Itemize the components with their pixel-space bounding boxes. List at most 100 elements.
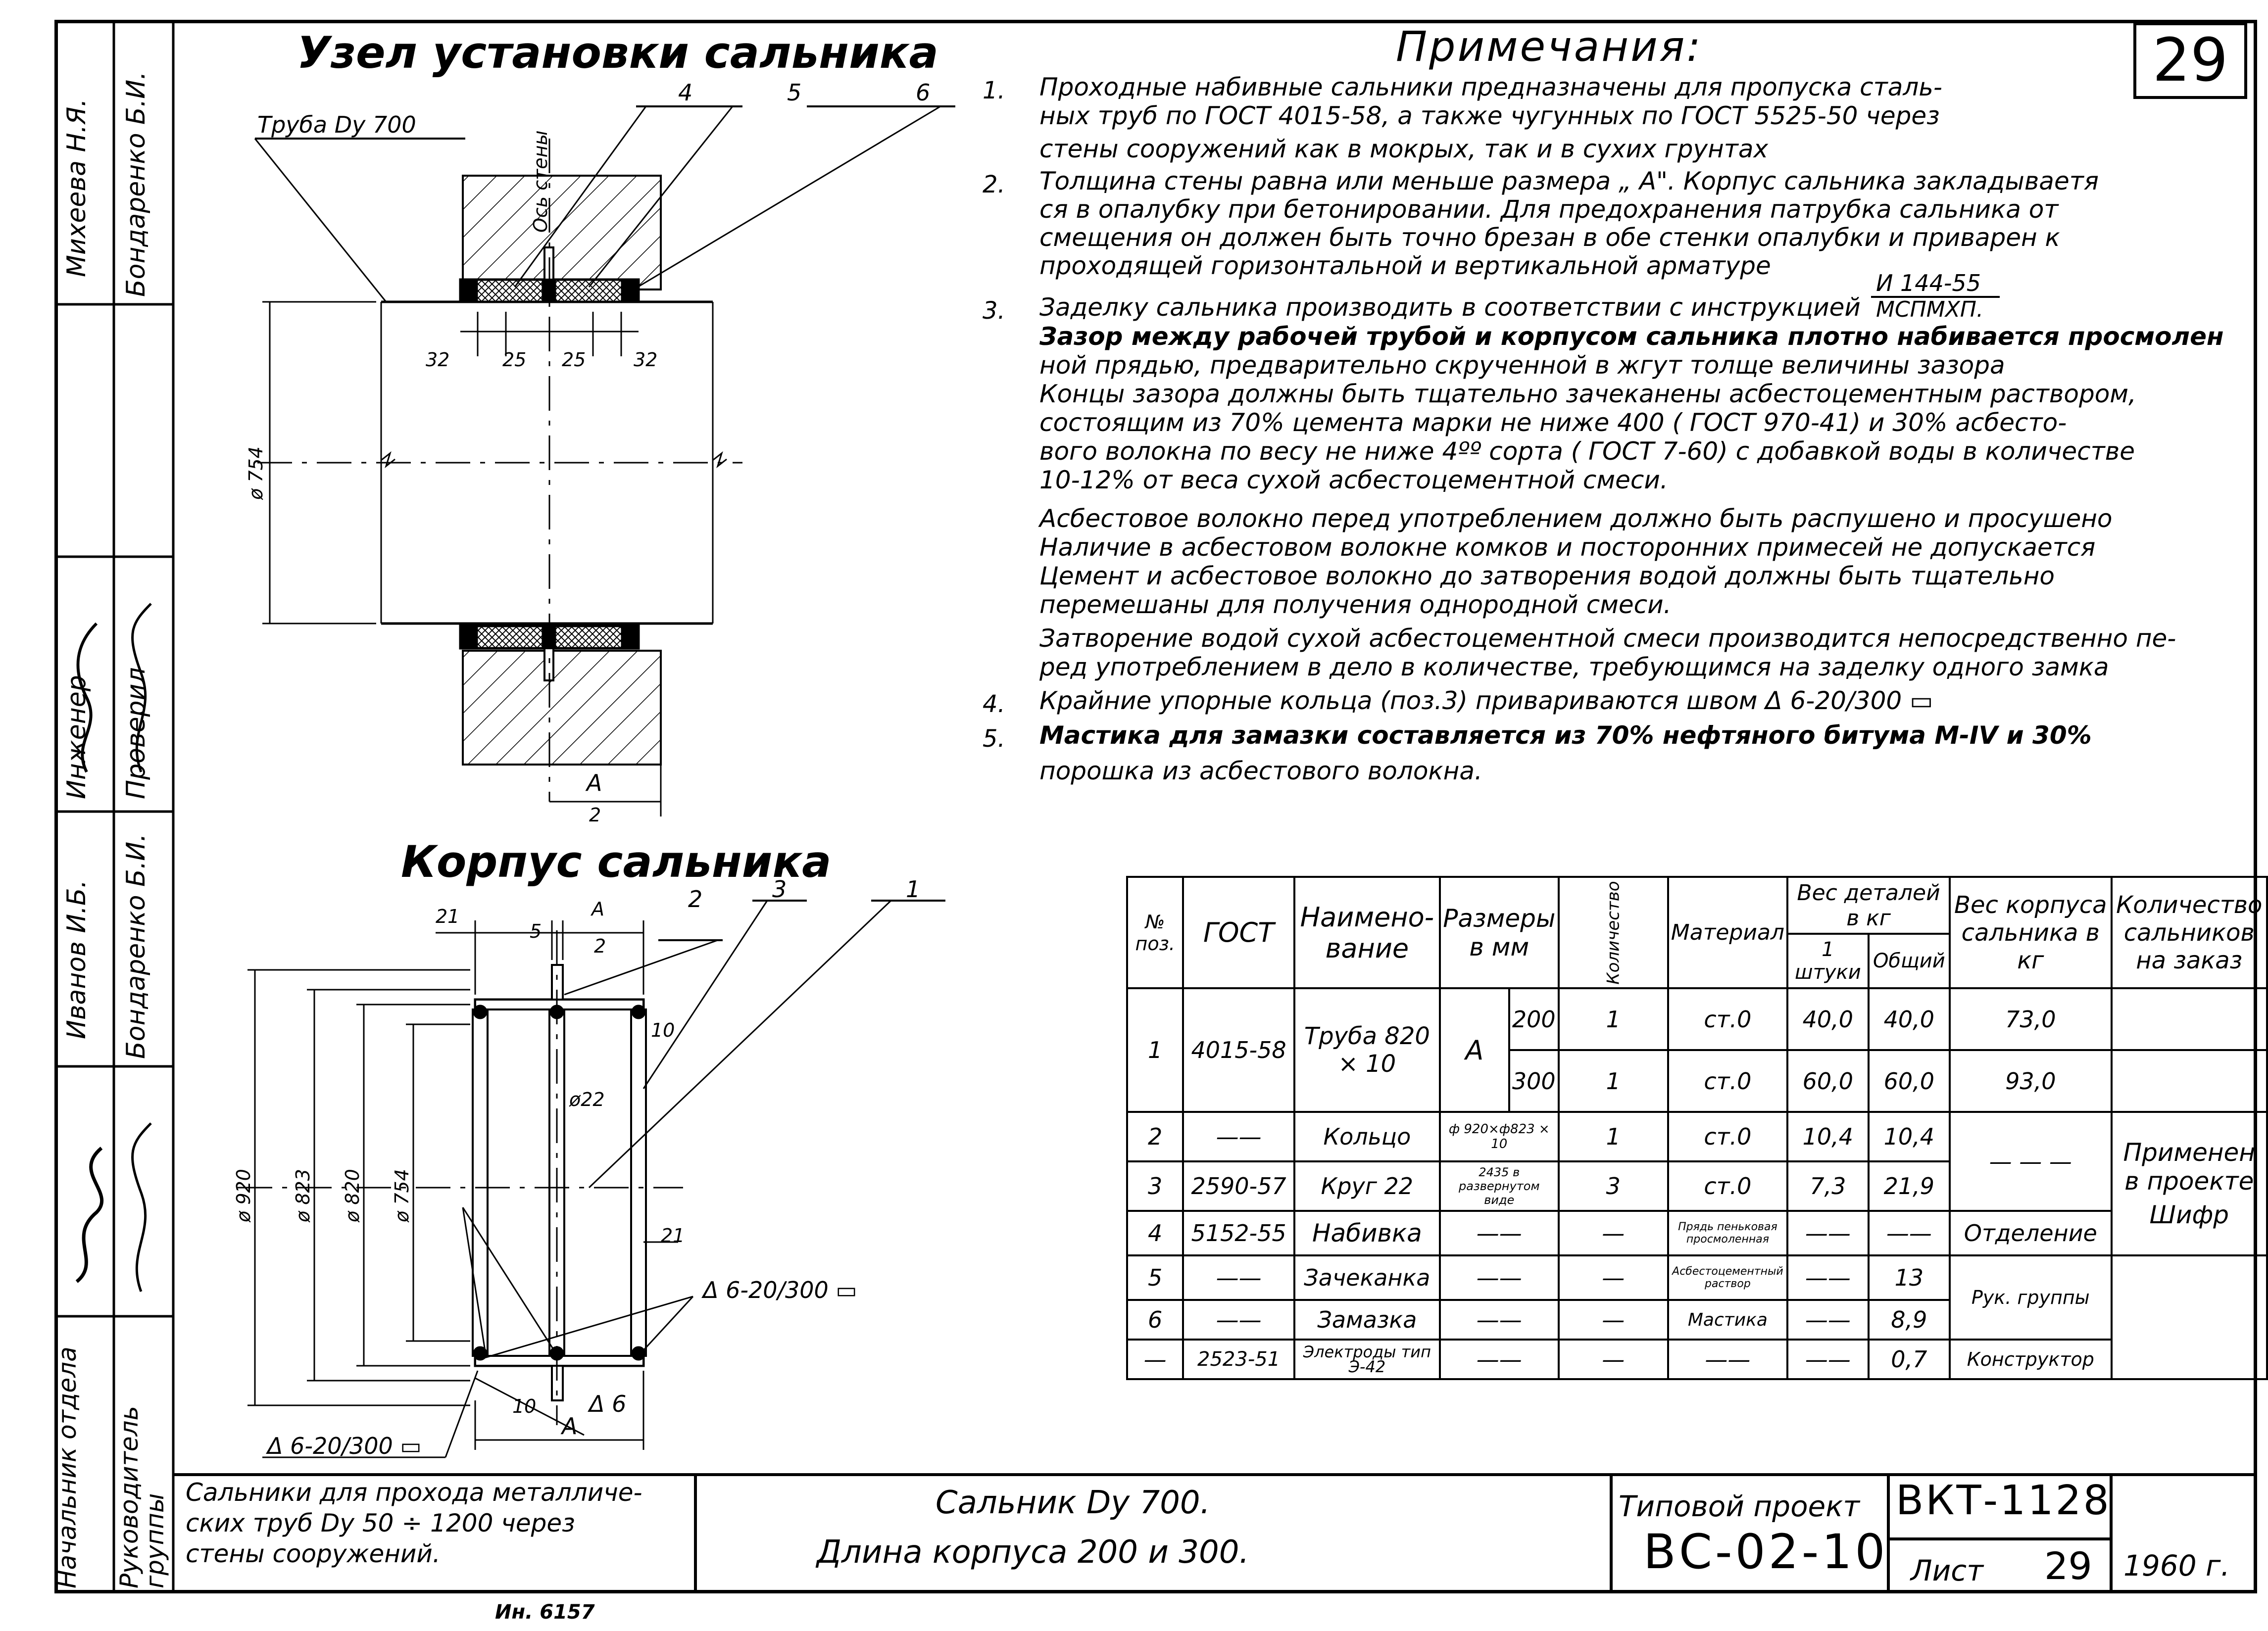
weld-symbol-left: Δ 6-20/300 ▭ [267,1433,422,1459]
note-1-line-3: стены сооружений как в мокрых, так и в с… [1039,135,1769,163]
margin-name-1: Михеева Н.Я. [62,98,92,277]
table-row: 300 1 ст.0 60,0 60,0 93,0 [1127,1049,2268,1113]
table-row: — 2523-51 Электроды тип Э-42 —— — —— —— … [1126,1339,2267,1380]
dim-32-left: 32 [426,349,450,371]
col-weight-one: 1 штуки [1786,933,1870,989]
typical-project-code: ВС-02-10 [1643,1524,1888,1580]
callout-1: 1 [906,876,921,903]
pipe-label: Труба Dy 700 [257,111,416,138]
col-qty: Количество [1603,880,1624,985]
note-3-line-2: Зазор между рабочей трубой и корпусом са… [1039,322,2224,351]
spec-table: № поз. ГОСТ Наимено- вание Размеры в мм … [1126,876,2268,1380]
table-row: 3 2590-57 Круг 22 2435 в развернутом вид… [1126,1160,2267,1212]
callout-2: 2 [688,886,703,912]
note-3-line-4: Концы зазора должны быть тщательно зачек… [1039,380,2136,408]
ring-right [630,1008,647,1357]
dim-a-top: A [592,898,604,920]
table-row: 1 4015-58 Труба 820 × 10 A 200 1 ст.0 40… [1126,987,2268,1113]
note-3-line-8: Асбестовое волокно перед употреблением д… [1039,504,2113,533]
note-3-line-12: Затворение водой сухой асбестоцементной … [1039,624,2176,653]
dim-5-top: 5 [530,920,542,942]
note-3-line-7: 10-12% от веса сухой асбестоцементной см… [1039,466,1668,494]
note-3-line-5: состоящим из 70% цемента марки не ниже 4… [1039,408,2067,437]
doc-code: ВКТ-1128 [1896,1477,2111,1524]
note-2-line-1: Толщина стены равна или меньше размера „… [1039,167,2099,195]
col-gost: ГОСТ [1182,876,1295,989]
col-weight-total: Общий [1867,933,1951,989]
table-row: 4 5152-55 Набивка —— — Прядь пеньковая п… [1126,1210,2267,1256]
weld-symbol-small: Δ 6 [589,1391,627,1417]
sheet-label: Лист [1911,1554,1983,1587]
notes-title: Примечания: [1396,22,1703,71]
note-1-line-1: Проходные набивные сальники предназначен… [1039,73,1942,101]
ring-left [472,1008,489,1357]
table-row: 6 —— Замазка —— — Мастика —— 8,9 [1126,1299,2267,1341]
inventory-number: Ин. 6157 [495,1601,595,1624]
group-head-label: Рук. группы [1949,1254,2113,1341]
col-count: Количество сальников на заказ [2110,876,2268,989]
dim-32-right: 32 [634,349,658,371]
dim-10-bottom: 10 [512,1395,537,1417]
dim-920: ø 920 [233,1169,254,1222]
col-material: Материал [1667,876,1789,989]
margin-name-2: Бондаренко Б.И. [121,71,151,297]
callout-5: 5 [787,79,802,106]
dim-823: ø 823 [292,1169,314,1222]
note-3-line-11: перемешаны для получения однородной смес… [1039,590,1672,619]
sheet-frame [54,20,2257,1593]
title-block-lines [173,1473,2257,1593]
col-body-weight: Вес корпуса сальника в кг [1949,876,2113,989]
callout-6: 6 [916,79,931,106]
note-1-number: 1. [983,77,1005,104]
note-3-number: 3. [983,297,1005,325]
note-1-line-2: ных труб по ГОСТ 4015-58, а также чугунн… [1039,101,1940,130]
end-ring-right-top [621,279,639,302]
note-2-line-3: смещения он должен быть точно брезан в о… [1039,223,2060,252]
col-pos: № поз. [1126,876,1184,989]
note-4-number: 4. [983,690,1005,718]
table-row: 2 —— Кольцо ф 920×ф823 × 10 1 ст.0 10,4 … [1126,1111,2268,1256]
note-5-line-2: порошка из асбестового волокна. [1039,757,1482,785]
note-3-line-9: Наличие в асбестовом волокне комков и по… [1039,533,2096,562]
note-3-line-1: Заделку сальника производить в соответст… [1039,293,1861,322]
half-a-denominator: 2 [589,804,601,826]
instruction-ref-divider [1871,296,2000,298]
table-row: 5 —— Зачеканка —— — Асбестоцементный рас… [1126,1254,2268,1380]
series-title: Сальники для прохода металличе- ских тру… [186,1478,642,1568]
dim-21-right: 21 [661,1225,685,1247]
note-4-line-1: Крайние упорные кольца (поз.3) приварива… [1039,686,1933,715]
weld-symbol-right: Δ 6-20/300 ▭ [703,1277,857,1303]
node-drawing [254,105,955,816]
body-drawing-title: Корпус сальника [401,836,832,887]
instruction-ref-top: И 144-55 [1876,270,1981,296]
drawing-title-1: Сальник Dy 700. [936,1485,1210,1521]
dim-a-bottom: A [562,1413,578,1439]
col-size: Размеры в мм [1438,876,1560,989]
note-3-line-13: ред употреблением в дело в количестве, т… [1039,653,2109,681]
note-5-line-1: Мастика для замазки составляется из 70% … [1039,721,2092,750]
margin-head: Начальник отдела [53,1346,82,1588]
note-5-number: 5. [983,725,1005,753]
note-2-line-2: ся в опалубку при бетонировании. Для пре… [1039,195,2059,224]
margin-name-4: Бондаренко Б.И. [121,833,151,1059]
sheet-number-box: 29 [2133,22,2247,99]
note-2-number: 2. [983,171,1005,198]
sheet-number: 29 [2152,26,2228,95]
dim-22: ø22 [569,1089,605,1110]
year: 1960 г. [2123,1549,2230,1583]
dim-21-top: 21 [436,906,460,927]
applied-in: Применен в проекте [2123,1138,2255,1196]
dim-25-right: 25 [562,349,586,371]
wall-bottom-section [462,650,662,766]
dim-820: ø 820 [342,1169,363,1222]
sheet-no: 29 [2044,1544,2092,1588]
drawing-title-2: Длина корпуса 200 и 300. [817,1534,1249,1571]
instruction-ref-bottom: МСПМХП. [1876,297,1983,322]
note-3-line-6: вого волокна по весу не ниже 4ºº сорта (… [1039,437,2135,466]
margin-name-3: Иванов И.Б. [62,879,92,1039]
signature-block-1 [76,603,152,773]
dim-754: ø 754 [245,446,267,500]
body-drawing [238,900,945,1458]
dept-label: Отделение [1949,1210,2113,1256]
note-2-line-4: проходящей горизонтальной и вертикальной… [1039,251,1771,280]
